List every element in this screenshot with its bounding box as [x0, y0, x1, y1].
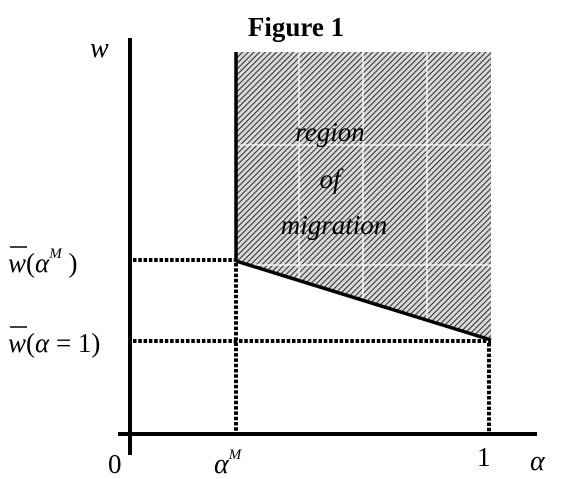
- x-axis-label: α: [530, 446, 546, 477]
- region-label-line-3: migration: [281, 210, 388, 240]
- region-label-line-2: of: [319, 164, 344, 194]
- y-tick-upper-label: w(αM ): [8, 246, 77, 278]
- x-tick-alpha-m: αM: [214, 447, 243, 479]
- y-axis-label: w: [90, 33, 109, 64]
- x-tick-one: 1: [477, 442, 491, 472]
- reference-lines: [133, 258, 491, 432]
- y-tick-lower-label: w(α = 1): [8, 328, 100, 358]
- region-label-line-1: region: [295, 117, 365, 147]
- y-tick-lower: w(α = 1): [8, 326, 100, 358]
- wage-threshold-line: [235, 259, 492, 342]
- migration-region: [236, 52, 491, 340]
- region-label: region of migration: [281, 117, 388, 240]
- figure-title: Figure 1: [248, 12, 344, 42]
- y-tick-upper: w(αM ): [8, 246, 77, 278]
- origin-label: 0: [108, 449, 122, 479]
